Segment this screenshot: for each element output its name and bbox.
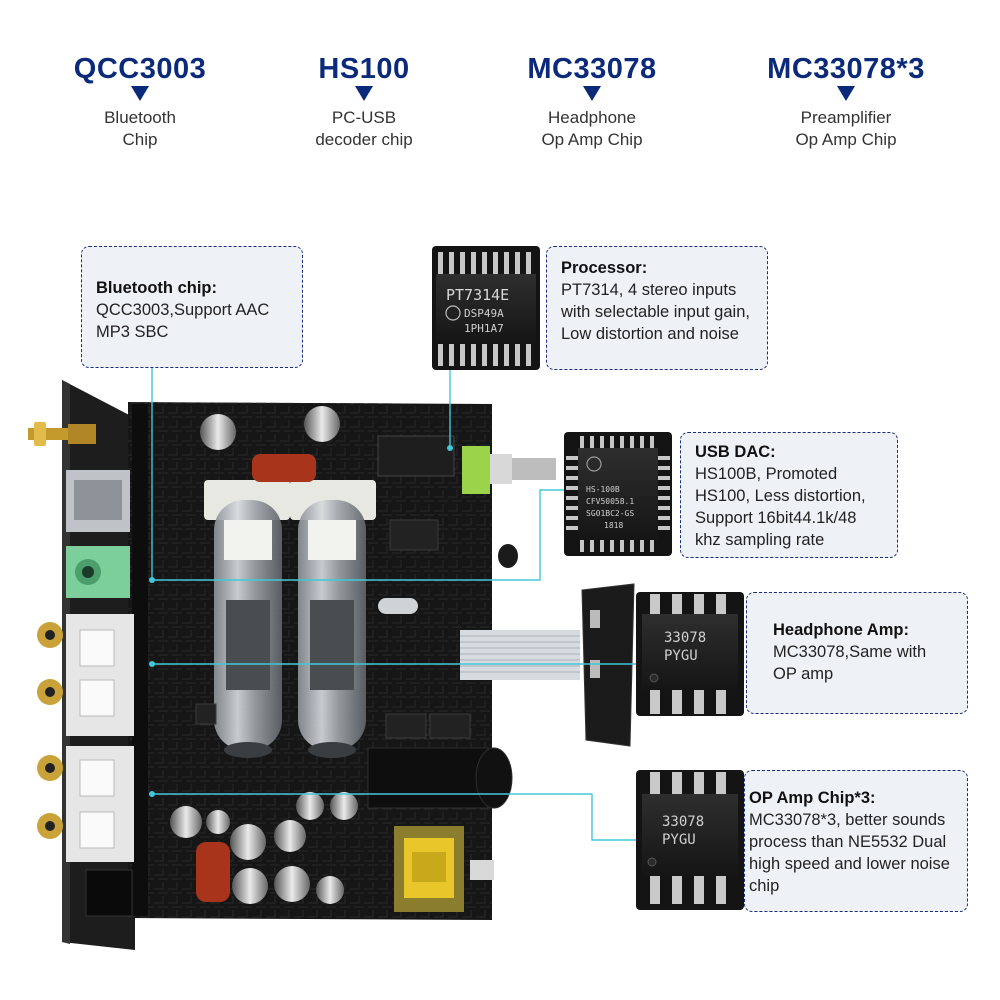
callout-title: Bluetooth chip: [96, 279, 217, 297]
chip-subtitle: Bluetooth [104, 108, 176, 127]
chip-marking: 33078 [662, 814, 704, 830]
chip-marking: 33078 [664, 630, 706, 646]
rca-jacks [37, 614, 134, 862]
transformer [394, 826, 494, 912]
chip-marking: PT7314E [446, 286, 509, 304]
crystal [378, 598, 418, 614]
callout-text: PT7314, 4 stereo inputs with selectable … [561, 281, 750, 343]
led [498, 544, 518, 568]
chip-marking: HS-100B [586, 485, 620, 494]
usb-port [66, 470, 130, 532]
hs100-closeup: HS-100B CFV50058.1 SG01BC2-GS 1818 [564, 432, 672, 556]
mc33078-closeup-headphone: 33078 PYGU [636, 592, 744, 716]
chip-marking: PYGU [662, 832, 696, 848]
chip-marking: 1818 [604, 521, 623, 530]
chip-heading-headphone-opamp: MC33078 Headphone Op Amp Chip [477, 52, 707, 151]
chip-name: HS100 [318, 53, 410, 85]
chip-marking: SG01BC2-GS [586, 509, 634, 518]
chip-marking: CFV50058.1 [586, 497, 634, 506]
potentiometer [462, 446, 556, 494]
small-ics [195, 519, 471, 739]
callout-headphone-amp: Headphone Amp: MC33078,Same with OP amp [746, 592, 968, 714]
chip-subtitle: Headphone [548, 108, 636, 127]
callout-text: MC33078,Same with OP amp [773, 643, 927, 683]
chip-heading-bluetooth: QCC3003 Bluetooth Chip [25, 52, 255, 151]
callout-op-amp: OP Amp Chip*3: MC33078*3, better sounds … [744, 770, 968, 912]
chip-name: MC33078 [527, 53, 657, 85]
callout-text: MC33078*3, better sounds process than NE… [749, 811, 950, 895]
chip-marking: 1PH1A7 [464, 322, 504, 335]
vacuum-tubes [204, 480, 376, 758]
mc33078-closeup-opamp: 33078 PYGU [636, 770, 744, 910]
chip-subtitle: Op Amp Chip [795, 130, 897, 149]
arrow-down-icon [131, 86, 149, 101]
chip-name: QCC3003 [73, 53, 207, 85]
chip-subtitle: Chip [122, 130, 158, 149]
chip-heading-preamp-opamp: MC33078*3 Preamplifier Op Amp Chip [731, 52, 961, 151]
callout-processor: Processor: PT7314, 4 stereo inputs with … [546, 246, 768, 370]
chip-subtitle: decoder chip [315, 130, 413, 149]
antenna-connector [28, 422, 96, 446]
film-capacitor [196, 842, 230, 902]
callout-usb-dac: USB DAC: HS100B, Promoted HS100, Less di… [680, 432, 898, 558]
callout-title: USB DAC: [695, 443, 776, 461]
ribbon-cable [460, 630, 580, 680]
arrow-down-icon [355, 86, 373, 101]
chip-subtitle: Op Amp Chip [541, 130, 643, 149]
callout-title: Headphone Amp: [773, 621, 909, 639]
chip-subtitle: Preamplifier [800, 108, 892, 127]
pt7314-onboard [377, 435, 455, 477]
headphone-board [581, 583, 635, 747]
callout-text: QCC3003,Support AAC MP3 SBC [96, 301, 270, 341]
chip-subtitle: PC-USB [331, 108, 397, 127]
leader-dots [149, 445, 453, 797]
callout-bluetooth: Bluetooth chip: QCC3003,Support AAC MP3 … [81, 246, 303, 368]
arrow-down-icon [837, 86, 855, 101]
headphone-jack [367, 747, 513, 809]
pt7314-closeup: PT7314E DSP49A 1PH1A7 [432, 246, 540, 370]
capacitors [170, 406, 358, 904]
chip-marking: PYGU [664, 648, 698, 664]
chip-name: MC33078*3 [767, 53, 925, 85]
callout-text: HS100B, Promoted HS100, Less distortion,… [695, 465, 866, 549]
callout-title: Processor: [561, 259, 648, 277]
dc-jack [85, 869, 133, 917]
film-capacitor [252, 454, 316, 482]
chip-marking: DSP49A [464, 307, 504, 320]
callout-title: OP Amp Chip*3: [749, 789, 876, 807]
arrow-down-icon [583, 86, 601, 101]
chip-heading-usb-decoder: HS100 PC-USB decoder chip [249, 52, 479, 151]
aux-jack [66, 546, 130, 598]
